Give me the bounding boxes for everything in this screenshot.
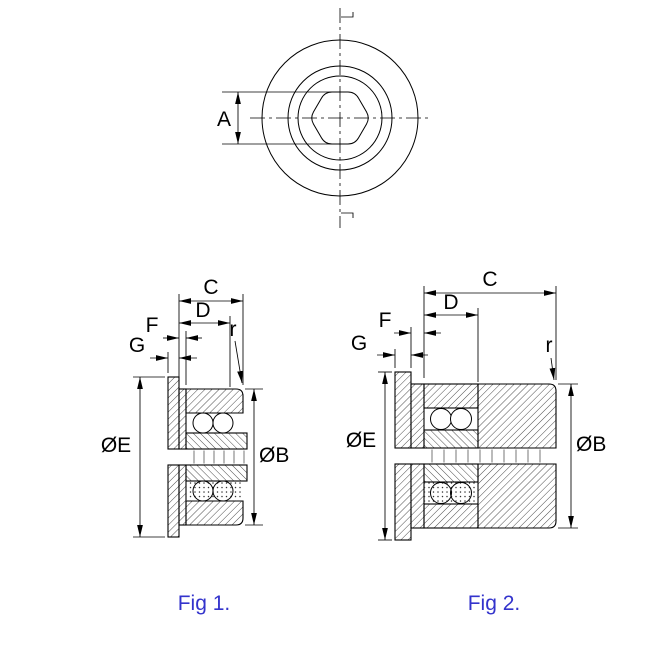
outer-diameter-circle [261, 39, 419, 197]
fig1-dim-label-r: r [230, 318, 237, 341]
fig1-dim-label-ob: ØB [259, 444, 289, 467]
fig2-dimensions: C D F G r ØE ØB [346, 268, 606, 541]
fig1-dim-label-d: D [195, 299, 210, 322]
fig1-retainer-band [186, 481, 243, 501]
race-circle-inner [297, 75, 383, 161]
fig1-dim-label-oe: ØE [101, 434, 131, 457]
fig1-part [167, 376, 248, 538]
fig2-ball [450, 408, 472, 430]
section-mark-top [341, 12, 354, 18]
fig1-bore-flats [193, 450, 245, 464]
fig1-dim-label-f: F [146, 314, 159, 337]
fig1-dimensions: C D F G r ØE ØB [101, 276, 289, 538]
fig1-ball [212, 412, 234, 434]
dim-label-a: A [217, 108, 231, 131]
fig1-caption: Fig 1. [178, 592, 231, 615]
fig2-dim-label-oe: ØE [346, 429, 376, 452]
section-mark-bottom [341, 212, 354, 218]
centerlines [250, 8, 430, 228]
fig2-caption: Fig 2. [468, 592, 521, 615]
fig1-ball [192, 412, 214, 434]
fig1-dim-label-c: C [203, 276, 218, 299]
race-circle-outer [287, 65, 393, 171]
fig1-ball [212, 480, 234, 502]
fig1-section: C D F G r ØE ØB [101, 276, 290, 615]
fig2-ball [430, 482, 452, 504]
dim-a: A [217, 91, 333, 145]
fig2-dim-label-f: F [379, 309, 392, 332]
fig2-dim-label-r: r [546, 334, 553, 357]
fig2-section: C D F G r ØE ØB [346, 268, 607, 615]
fig2-bore-flats [431, 449, 541, 463]
fig2-dim-label-c: C [482, 268, 497, 291]
fig2-ball [430, 408, 452, 430]
front-view: A [217, 8, 430, 228]
fig2-dim-label-d: D [443, 291, 458, 314]
fig2-ball [450, 482, 472, 504]
fig1-dim-label-g: G [129, 334, 145, 357]
fig2-dim-label-ob: ØB [576, 433, 606, 456]
hex-bore [311, 91, 369, 145]
fig2-part [394, 371, 557, 541]
fig2-dim-label-g: G [351, 332, 367, 355]
